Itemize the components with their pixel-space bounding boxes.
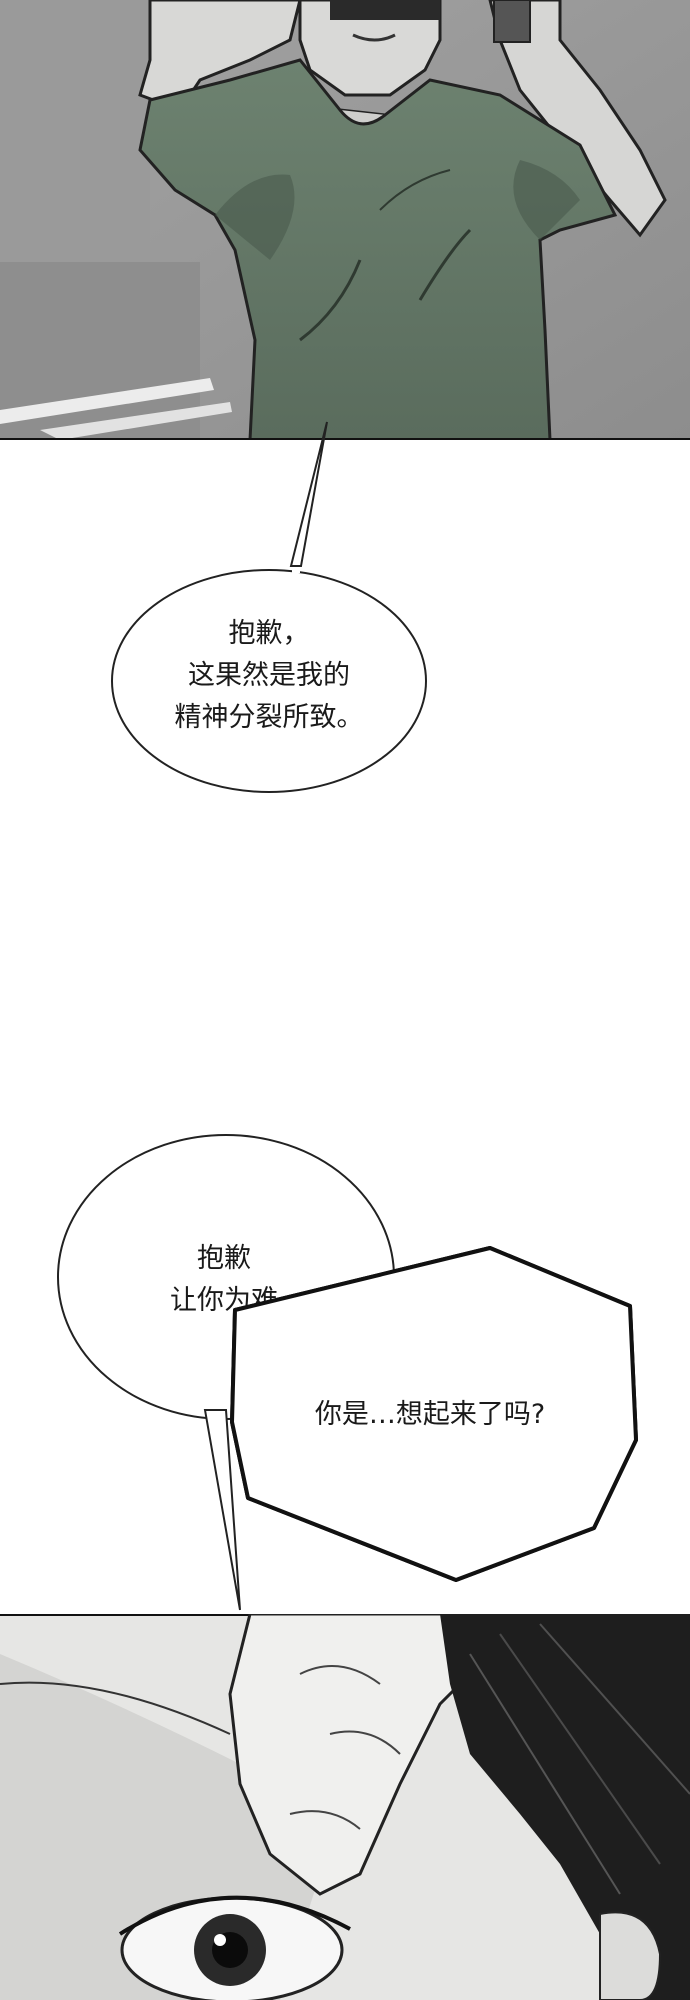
bubble1-line1: 抱歉， [228,618,310,649]
top-comic-panel [0,0,690,440]
man-in-green-shirt-illustration [0,0,690,440]
bubble1-line2: 这果然是我的 [188,660,350,691]
bubble2-line2: 让你为难 [170,1285,278,1316]
bottom-comic-panel [0,1614,690,2000]
speech-bubble-sorry-text: 抱歉 让你为难 [114,1238,334,1322]
bubble3-line1: 你是…想起来了吗? [314,1399,546,1430]
closeup-face-eye-illustration [0,1614,690,2000]
speech-bubble-question-text: 你是…想起来了吗? [240,1394,620,1436]
bubble2-line1: 抱歉 [197,1243,251,1274]
bubble1-line3: 精神分裂所致。 [174,702,364,733]
speech-bubble-apology-text: 抱歉， 这果然是我的 精神分裂所致。 [118,613,420,739]
